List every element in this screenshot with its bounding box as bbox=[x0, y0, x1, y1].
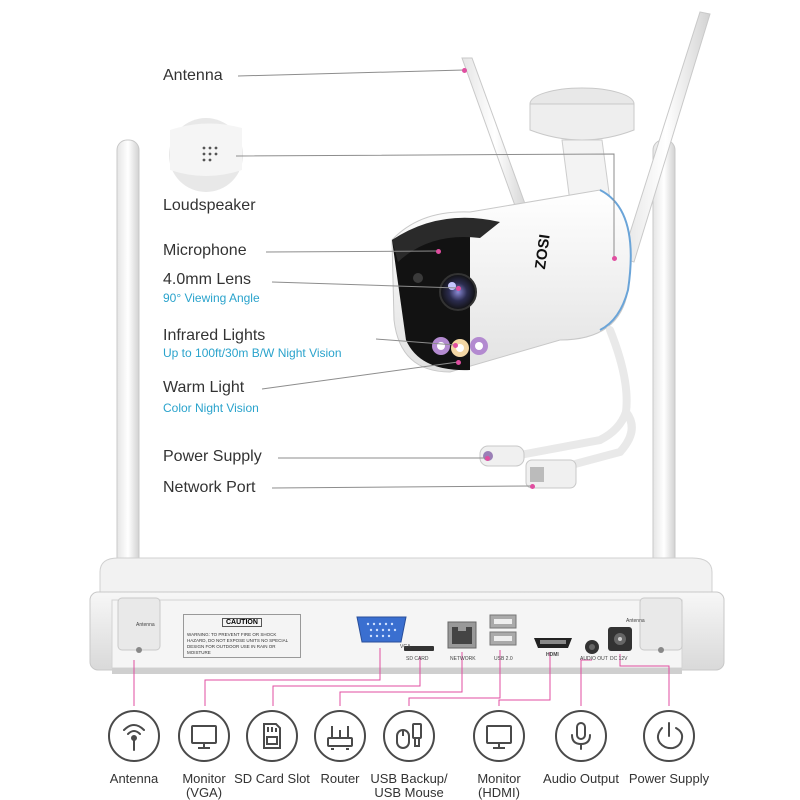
label-lens-sub: 90° Viewing Angle bbox=[163, 291, 260, 305]
port-label-router: Router bbox=[320, 771, 360, 786]
label-microphone: Microphone bbox=[163, 242, 247, 259]
camera-mount bbox=[529, 87, 635, 203]
caution-title: CAUTION bbox=[222, 618, 262, 627]
port-label-monitor-vga: Monitor(VGA) bbox=[182, 771, 226, 800]
callout-dot bbox=[462, 68, 467, 73]
usb-mouse-icon bbox=[383, 710, 435, 762]
port-callout-lines bbox=[133, 648, 670, 706]
power-icon bbox=[643, 710, 695, 762]
callout-dot bbox=[530, 484, 535, 489]
panel-antenna-left: Antenna bbox=[136, 622, 155, 628]
callout-dot bbox=[453, 343, 458, 348]
callout-dot bbox=[456, 286, 461, 291]
microphone-icon bbox=[555, 710, 607, 762]
router-icon bbox=[314, 710, 366, 762]
port-label-power: Power Supply bbox=[628, 771, 710, 786]
port-label-sd-card: SD Card Slot bbox=[234, 771, 310, 786]
label-loudspeaker: Loudspeaker bbox=[163, 197, 256, 214]
camera-body bbox=[391, 189, 632, 373]
label-antenna: Antenna bbox=[163, 67, 223, 84]
callout-dot bbox=[436, 249, 441, 254]
panel-antenna-right: Antenna bbox=[626, 618, 645, 624]
camera-antenna-left bbox=[461, 57, 529, 215]
label-infrared: Infrared Lights bbox=[163, 327, 266, 344]
label-warm-light: Warm Light bbox=[163, 379, 245, 396]
wifi-antenna-icon bbox=[108, 710, 160, 762]
panel-dc: DC 12V bbox=[610, 656, 628, 662]
label-warm-sub: Color Night Vision bbox=[163, 401, 259, 415]
label-infrared-sub: Up to 100ft/30m B/W Night Vision bbox=[163, 346, 342, 360]
port-label-monitor-hdmi: Monitor(HDMI) bbox=[477, 771, 521, 800]
port-label-usb: USB Backup/USB Mouse bbox=[370, 771, 448, 800]
monitor-hdmi-icon bbox=[473, 710, 525, 762]
callout-dot bbox=[456, 360, 461, 365]
nvr-antenna-left bbox=[116, 139, 140, 611]
monitor-icon bbox=[178, 710, 230, 762]
nvr-antenna-right bbox=[652, 139, 676, 611]
camera-antenna-right bbox=[621, 11, 711, 263]
port-label-antenna: Antenna bbox=[109, 771, 159, 786]
callout-lines bbox=[235, 69, 615, 489]
label-power-supply: Power Supply bbox=[163, 448, 262, 465]
panel-vga: VGA bbox=[400, 644, 411, 650]
panel-sd-card: SD CARD bbox=[406, 656, 429, 662]
panel-network: NETWORK bbox=[450, 656, 476, 662]
sd-card-icon bbox=[246, 710, 298, 762]
label-network-port: Network Port bbox=[163, 479, 256, 496]
port-label-audio: Audio Output bbox=[543, 771, 619, 786]
panel-hdmi: HDMI bbox=[546, 652, 559, 658]
panel-audio-out: AUDIO OUT bbox=[580, 656, 608, 662]
network-connector bbox=[525, 459, 577, 489]
camera-cables bbox=[516, 326, 636, 472]
callout-dot bbox=[485, 456, 490, 461]
caution-text: WARNING: TO PREVENT FIRE OR SHOCK HAZARD… bbox=[187, 632, 289, 655]
label-lens: 4.0mm Lens bbox=[163, 271, 252, 288]
panel-usb: USB 2.0 bbox=[494, 656, 513, 662]
callout-dot bbox=[612, 256, 617, 261]
loudspeaker-inset bbox=[169, 118, 243, 192]
caution-label: CAUTION WARNING: TO PREVENT FIRE OR SHOC… bbox=[183, 614, 301, 658]
